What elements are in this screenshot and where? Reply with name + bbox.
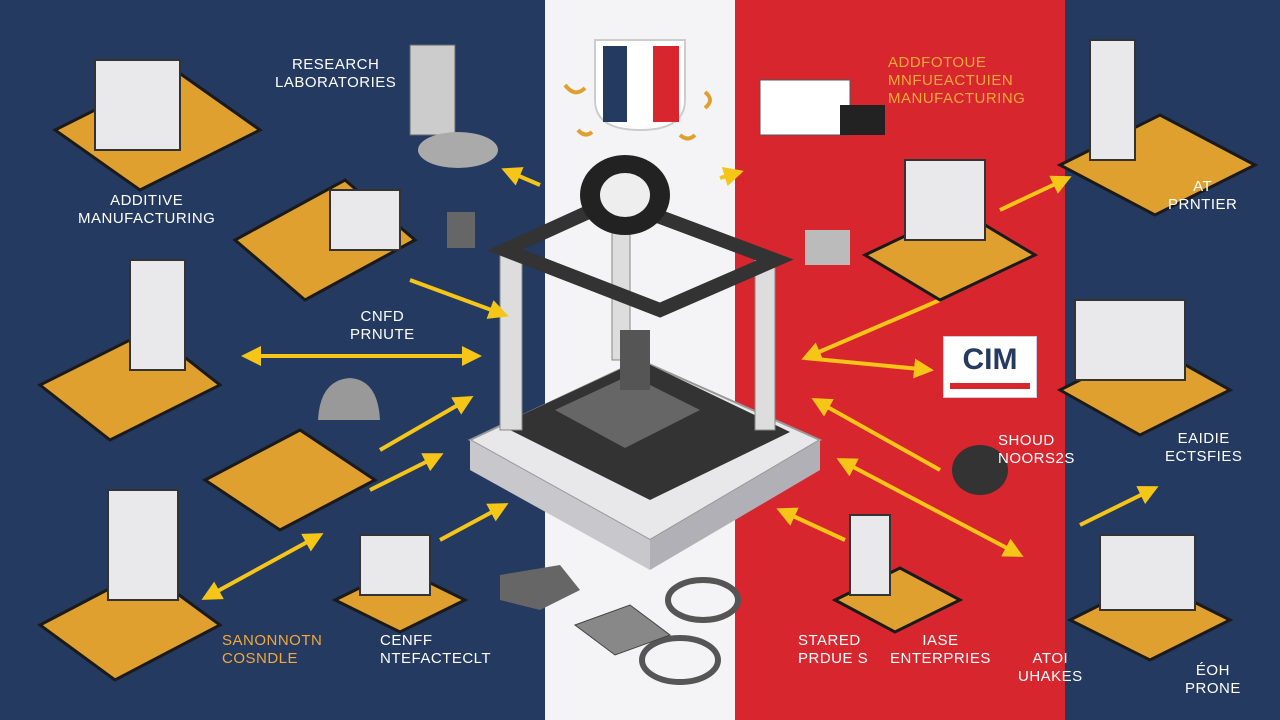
arrow bbox=[409, 278, 509, 319]
mold-part-icon bbox=[318, 378, 380, 420]
machine bbox=[94, 59, 181, 151]
gear-plate-icon bbox=[500, 565, 580, 610]
machine bbox=[1099, 534, 1196, 611]
arrow bbox=[804, 356, 934, 379]
arrow bbox=[801, 298, 941, 361]
arrow bbox=[1079, 486, 1159, 527]
flag-emblem-icon bbox=[594, 39, 686, 132]
label-stared: STARED PRDUE S bbox=[798, 632, 869, 667]
machine bbox=[1089, 39, 1136, 161]
machine bbox=[849, 514, 891, 596]
arrow bbox=[201, 533, 324, 600]
machine bbox=[359, 534, 431, 596]
label-research-laboratories: RESEARCH LABORATORIES bbox=[275, 56, 397, 91]
cim-logo: CIM bbox=[943, 336, 1037, 398]
label-shoud-noors2s: SHOUD NOORS2S bbox=[998, 432, 1075, 467]
arrow bbox=[439, 503, 509, 542]
machines bbox=[94, 39, 1196, 611]
mesh-plate-icon bbox=[573, 604, 672, 656]
machine bbox=[129, 259, 186, 371]
machine bbox=[329, 189, 401, 251]
arrow bbox=[776, 507, 846, 542]
machine bbox=[107, 489, 179, 601]
ring-part-icon bbox=[665, 577, 741, 623]
arrow bbox=[999, 175, 1072, 212]
label-cnfd-prnute: CNFD PRNUTE bbox=[350, 308, 415, 343]
chip-icon bbox=[840, 105, 885, 135]
machine bbox=[904, 159, 986, 241]
label-cenff: CENFF NTEFACTECLT bbox=[380, 632, 492, 667]
bracket-base-icon bbox=[418, 132, 498, 168]
workstation bbox=[202, 428, 378, 532]
arrow bbox=[378, 395, 474, 452]
bracket-part-icon bbox=[409, 44, 456, 136]
screen-icon bbox=[759, 79, 851, 136]
printer-3d-icon bbox=[467, 155, 823, 570]
spool-icon bbox=[952, 445, 1008, 495]
label-atoi-uhakes: ATOI UHAKES bbox=[1018, 650, 1083, 685]
sensor-part-icon bbox=[447, 212, 475, 248]
machine bbox=[1074, 299, 1186, 381]
cim-logo-text: CIM bbox=[962, 343, 1018, 376]
arrow bbox=[836, 458, 1024, 557]
label-additive-manufacturing: ADDITIVE MANUFACTURING bbox=[78, 192, 216, 227]
label-sanonnotn: SANONNOTN COSNDLE bbox=[222, 632, 323, 667]
arrow bbox=[369, 453, 444, 492]
arrow bbox=[719, 167, 744, 187]
label-addfotoue: ADDFOTOUE MNFUEACTUIEN MANUFACTURING bbox=[888, 54, 1026, 107]
label-iase-enterpries: IASE ENTERPRIES bbox=[890, 632, 991, 667]
ring-part-icon bbox=[639, 635, 721, 685]
label-at-printer: AT PRNTIER bbox=[1168, 178, 1238, 213]
connection-arrows bbox=[201, 167, 1159, 600]
decor-flourishes bbox=[563, 83, 712, 141]
arrow bbox=[501, 167, 541, 187]
label-eoh-prone: ÉOH PRONE bbox=[1185, 662, 1241, 697]
block-part-icon bbox=[805, 230, 850, 265]
cim-logo-bar bbox=[950, 383, 1030, 389]
parts bbox=[318, 44, 1008, 685]
label-eaidie: EAIDIE ECTSFIES bbox=[1165, 430, 1243, 465]
